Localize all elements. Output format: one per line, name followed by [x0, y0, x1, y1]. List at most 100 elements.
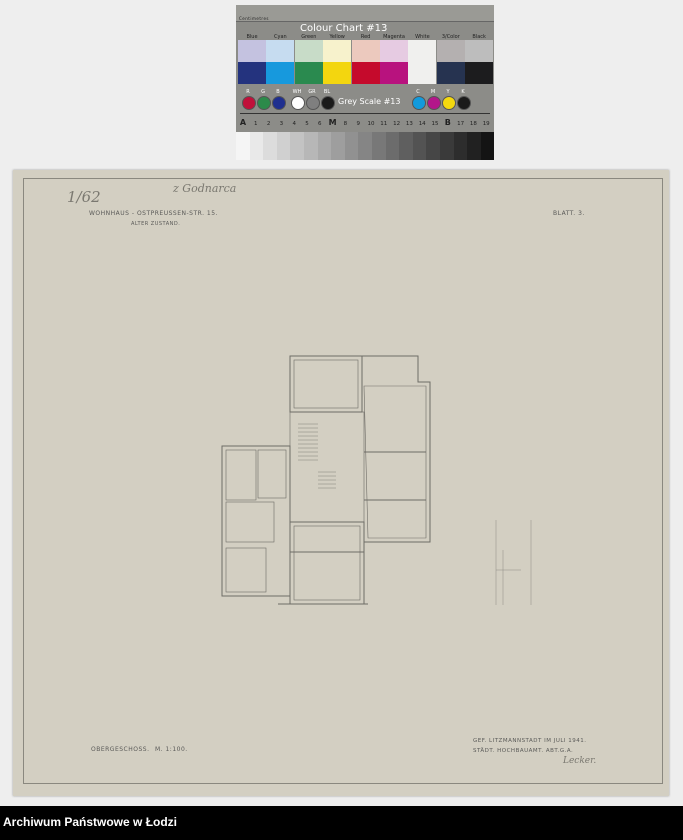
- floor-label: OBERGESCHOSS.: [91, 746, 150, 753]
- dot-label: C: [416, 89, 420, 95]
- colour-label: Red: [360, 34, 371, 40]
- architectural-drawing-sheet: 1/62 z Godnarca WOHNHAUS - OSTPREUSSEN-S…: [13, 170, 669, 796]
- grey-scale-label: 9: [356, 121, 360, 127]
- dot-label: R: [246, 89, 250, 95]
- colour-label: Cyan: [274, 34, 287, 40]
- colour-label: Magenta: [383, 34, 405, 40]
- colour-dot: [442, 96, 456, 110]
- colour-label: 3/Color: [441, 34, 460, 40]
- colour-swatch-light: [323, 40, 352, 62]
- colour-swatch-dark: [323, 62, 352, 84]
- grey-scale-patch: [249, 132, 264, 160]
- handwritten-note: z Godnarca: [173, 182, 237, 195]
- grey-scale-label: 10: [367, 121, 375, 127]
- colour-dot: [306, 96, 320, 110]
- grey-scale-patch: [290, 132, 304, 160]
- colour-dot: [427, 96, 441, 110]
- credit-line-1: GEF. LITZMANNSTADT IM JULI 1941.: [473, 738, 587, 744]
- colour-dot: [291, 96, 305, 110]
- dot-label: GR: [308, 89, 316, 95]
- colour-label: White: [415, 34, 430, 40]
- grey-scale-label: 6: [318, 121, 322, 127]
- dot-label: WH: [292, 89, 302, 95]
- grey-scale-patch: [236, 132, 250, 160]
- colour-dot: [257, 96, 271, 110]
- grey-scale-label: 8: [343, 121, 348, 127]
- colour-dot: [321, 96, 335, 110]
- grey-scale-label: M: [328, 118, 337, 127]
- sketch-detail: [495, 520, 532, 605]
- grey-scale-patch: [263, 132, 277, 160]
- grey-scale-label: 1: [254, 121, 258, 127]
- grey-scale-patch: [480, 132, 495, 160]
- grey-scale-label: 12: [393, 121, 401, 127]
- dot-label: B: [276, 89, 280, 95]
- colour-label: Yellow: [329, 34, 345, 40]
- grey-scale-label: A: [239, 118, 247, 127]
- colour-swatch-light: [408, 40, 437, 62]
- scale-label: M. 1:100.: [155, 746, 188, 753]
- dot-label: Y: [446, 89, 450, 95]
- dot-label: BL: [323, 89, 331, 95]
- archive-name: Archiwum Państwowe w Łodzi: [3, 815, 178, 829]
- colour-swatch-dark: [408, 62, 437, 84]
- grey-scale-label: 17: [457, 121, 465, 127]
- colour-swatch-light: [351, 40, 380, 62]
- colour-swatch-light: [465, 40, 494, 62]
- colour-swatch-dark: [380, 62, 408, 84]
- dot-label: M: [430, 89, 436, 95]
- colour-chart-title: Colour Chart #13: [300, 23, 388, 34]
- colour-label: Black: [472, 34, 486, 40]
- grey-scale-patch: [317, 132, 332, 160]
- grey-scale-patch: [372, 132, 386, 160]
- drawing-frame: [23, 178, 663, 784]
- colour-swatch-dark: [436, 62, 465, 84]
- grey-scale-label: 2: [266, 121, 271, 127]
- drawing-subtitle: ALTER ZUSTAND.: [131, 221, 181, 227]
- grey-scale-patch: [276, 132, 291, 160]
- grey-scale-label: 18: [469, 121, 477, 127]
- grey-scale-label: 15: [431, 121, 439, 127]
- grey-scale-patch: [453, 132, 468, 160]
- colour-dot: [457, 96, 471, 110]
- grey-scale-label: 11: [380, 121, 388, 127]
- colour-swatch-dark: [465, 62, 494, 84]
- colour-label: Blue: [246, 34, 258, 40]
- grey-scale-label: 3: [279, 121, 284, 127]
- grey-scale-patch: [412, 132, 427, 160]
- ruler: [236, 5, 494, 22]
- sheet-number: BLATT. 3.: [553, 210, 585, 217]
- grey-scale-patch: [385, 132, 400, 160]
- grey-scale-patch: [467, 132, 481, 160]
- grey-scale-label: 4: [292, 121, 296, 127]
- grey-scale-title: Grey Scale #13: [338, 97, 401, 106]
- colour-dot: [242, 96, 256, 110]
- colour-swatch-dark: [238, 62, 266, 84]
- colour-swatch-light: [294, 40, 323, 62]
- dot-label: K: [461, 89, 465, 95]
- signature: Lecker.: [563, 756, 597, 766]
- colour-swatch-light: [436, 40, 465, 62]
- drawing-title: WOHNHAUS - OSTPREUSSEN-STR. 15.: [89, 210, 218, 217]
- grey-scale-patch: [399, 132, 413, 160]
- colour-swatch-light: [380, 40, 408, 62]
- colour-dot: [272, 96, 286, 110]
- colour-swatch-dark: [294, 62, 323, 84]
- colour-swatch-dark: [266, 62, 295, 84]
- dot-label: G: [261, 89, 265, 95]
- colour-swatch-dark: [351, 62, 380, 84]
- grey-scale-patch: [440, 132, 454, 160]
- floor-plan: [221, 355, 431, 605]
- footer-bar: Archiwum Państwowe w Łodzi: [0, 806, 683, 840]
- colour-label: Green: [301, 34, 317, 40]
- colour-dot: [412, 96, 426, 110]
- credit-line-2: STÄDT. HOCHBAUAMT. ABT.G.A.: [473, 748, 574, 754]
- colour-swatch-light: [266, 40, 295, 62]
- handwritten-number: 1/62: [67, 188, 101, 206]
- grey-scale-patch: [331, 132, 345, 160]
- grey-scale-label: 19: [482, 121, 490, 127]
- grey-scale-label: 13: [405, 121, 413, 127]
- grey-scale-label: 14: [418, 121, 426, 127]
- grey-scale-patch: [426, 132, 440, 160]
